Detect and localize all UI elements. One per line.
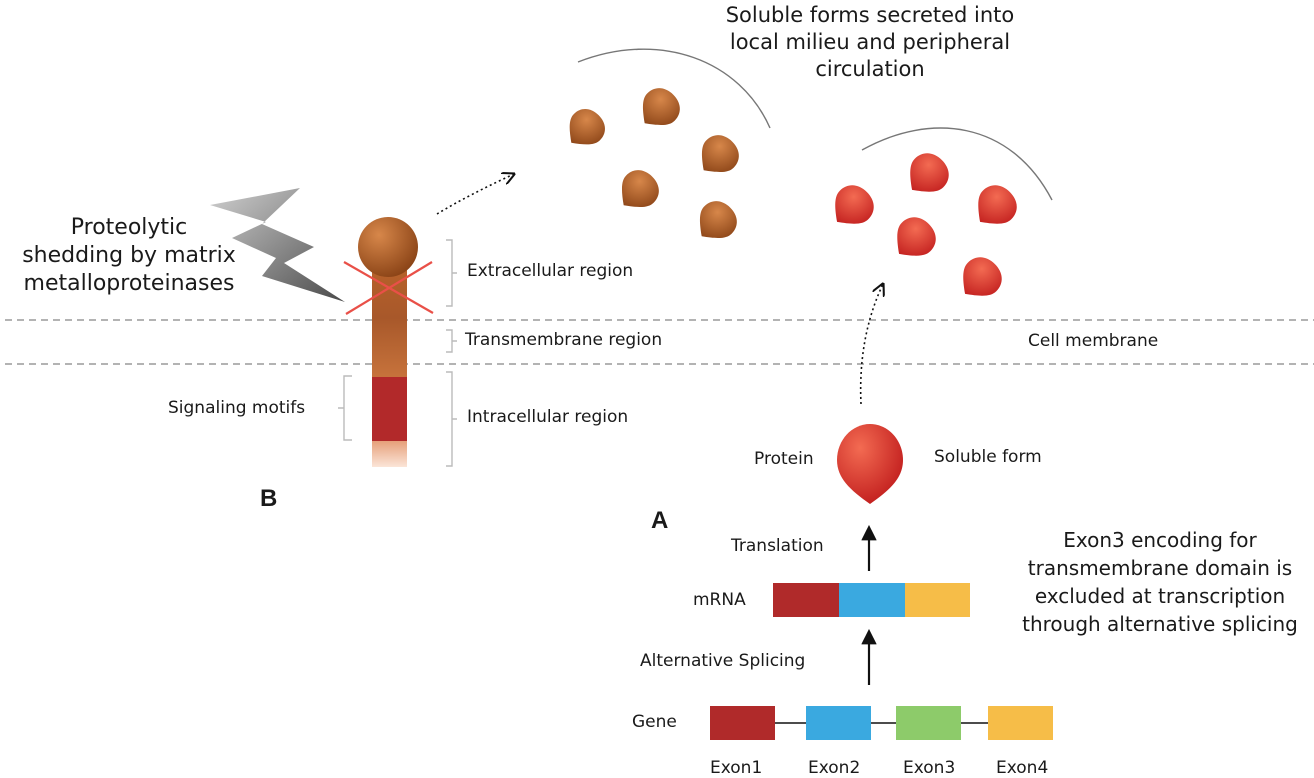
mrna-label: mRNA [693, 590, 746, 610]
gene-label: Gene [632, 712, 677, 732]
bracket-signaling-motifs [338, 375, 352, 441]
intracellular-region-label: Intracellular region [467, 407, 629, 427]
shedding-arrow [436, 174, 514, 215]
gene-exons [710, 706, 1053, 740]
transmembrane-region-label: Transmembrane region [465, 330, 663, 350]
cell-membrane-label: Cell membrane [1028, 331, 1159, 351]
secretion-arrow [859, 284, 883, 405]
translation-label: Translation [731, 536, 824, 556]
panel-letter-b: B [260, 485, 278, 512]
cleavage-cross-icon-2 [345, 261, 433, 315]
soluble-forms-caption: Soluble forms secreted into local milieu… [725, 3, 1015, 81]
panel-letter-a: A [651, 507, 669, 534]
bracket-transmembrane [446, 329, 457, 353]
alternative-splicing-label: Alternative Splicing [640, 651, 806, 671]
brown-soluble-cluster [558, 81, 746, 250]
soluble-protein-icon [837, 424, 903, 504]
signaling-motifs-label: Signaling motifs [168, 398, 306, 418]
exon4-label: Exon4 [996, 758, 1049, 778]
soluble-form-label: Soluble form [934, 447, 1042, 467]
membrane-receptor [358, 217, 418, 467]
shedding-caption: Proteolytic shedding by matrix metallopr… [22, 215, 236, 296]
protein-label: Protein [754, 449, 814, 469]
mrna-bar [773, 583, 970, 617]
red-cluster-arc [861, 127, 1053, 201]
exon3-caption: Exon3 encoding for transmembrane domain … [1022, 528, 1298, 636]
exon3-label: Exon3 [903, 758, 956, 778]
exon2-label: Exon2 [808, 758, 861, 778]
extracellular-region-label: Extracellular region [467, 261, 634, 281]
brown-cluster-arc [577, 48, 771, 129]
bracket-intracellular [446, 371, 457, 467]
red-soluble-cluster [822, 145, 1025, 309]
lightning-bolt-icon [210, 188, 345, 302]
exon1-label: Exon1 [710, 758, 763, 778]
bracket-extracellular [446, 239, 457, 307]
